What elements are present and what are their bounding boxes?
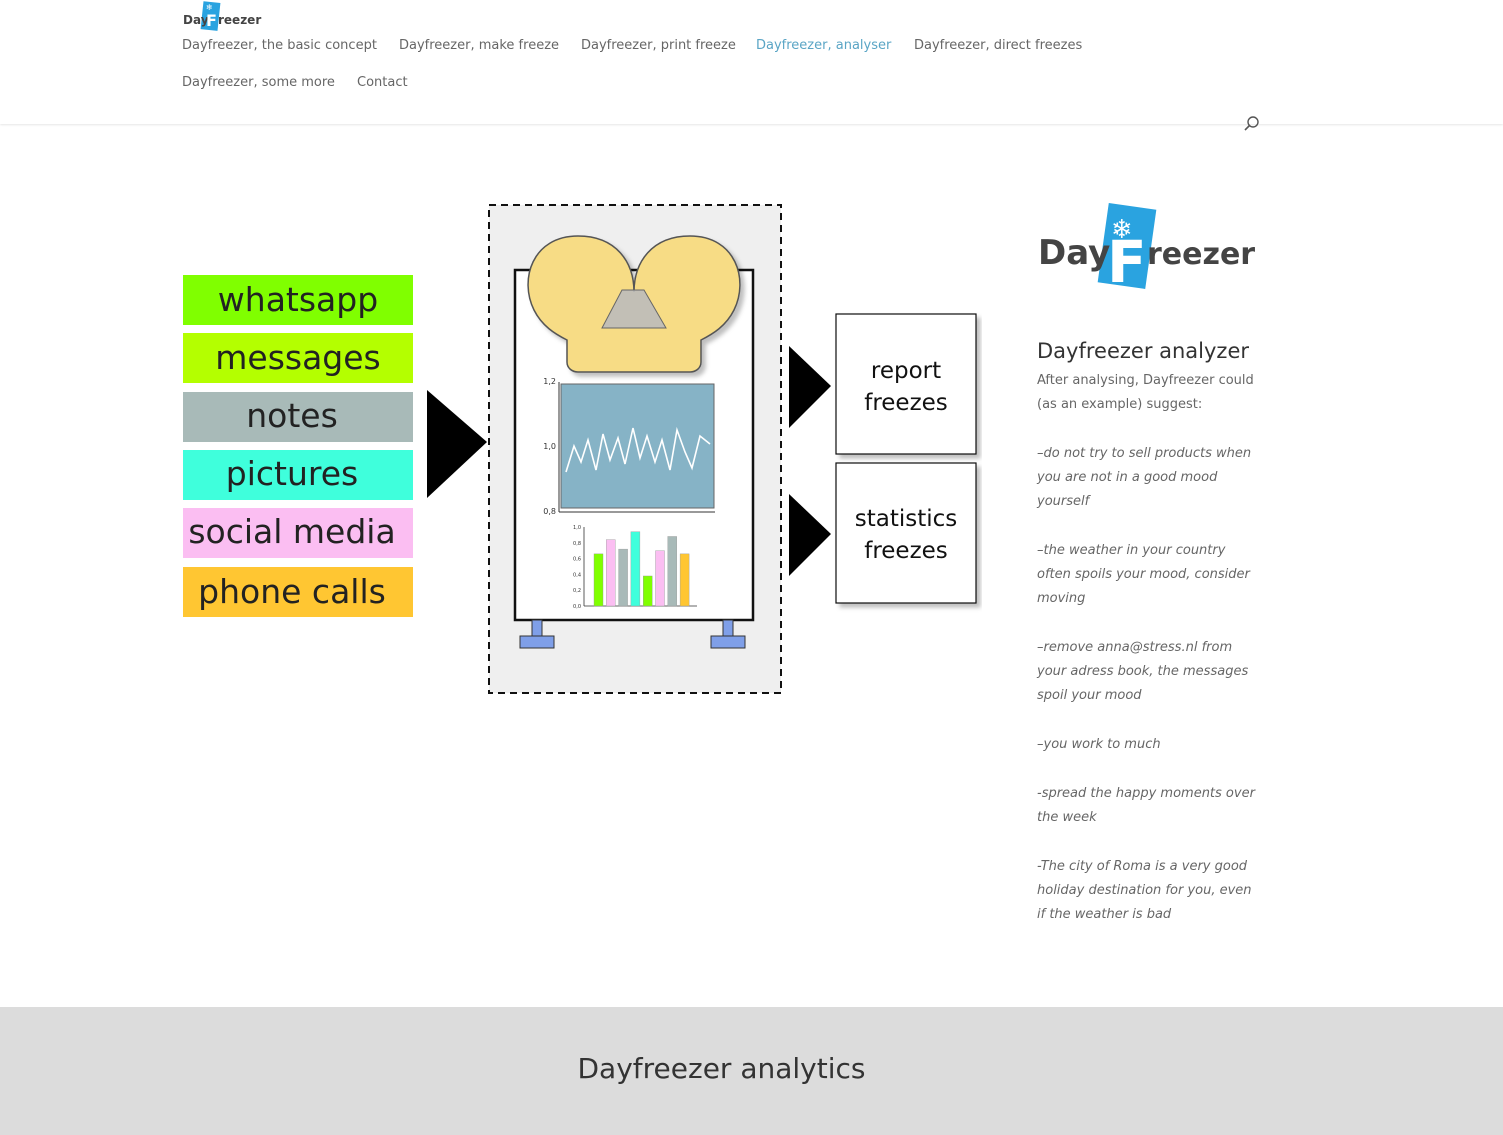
snowflake-icon: ❄	[1111, 215, 1133, 245]
source-label: phone calls	[198, 572, 386, 611]
output-label: freezes	[864, 390, 948, 416]
line-chart-tick: 1,2	[543, 377, 556, 386]
source-bar-social-media: social media	[183, 508, 413, 558]
svg-text:Day: Day	[1038, 233, 1110, 273]
bar-chart-bar	[618, 548, 628, 607]
source-bar-rect	[183, 275, 413, 325]
source-bar-whatsapp: whatsapp	[183, 275, 413, 325]
nav-item-basic-concept[interactable]: Dayfreezer, the basic concept	[182, 38, 377, 53]
arrow-right-icon	[427, 390, 487, 498]
machine-foot-left-stem	[531, 619, 543, 637]
nav-item-direct-freezes[interactable]: Dayfreezer, direct freezes	[914, 38, 1083, 53]
source-bar-phone-calls: phone calls	[183, 567, 413, 617]
machine-foot-left	[519, 635, 555, 649]
source-bars: whatsapp messages notes pictures social …	[183, 275, 413, 617]
bar-chart-tick: 0,4	[573, 572, 581, 578]
analyser-diagram: whatsapp messages notes pictures social …	[183, 204, 977, 694]
source-bar-rect	[183, 333, 413, 383]
suggestion-item: -spread the happy moments over the week	[1037, 786, 1255, 825]
analytics-section	[0, 1007, 1503, 1135]
suggestion-item: –do not try to sell products when you ar…	[1037, 446, 1252, 509]
analytics-title: Dayfreezer analytics	[577, 1052, 866, 1085]
svg-text:reezer: reezer	[218, 13, 261, 27]
bar-chart-tick: 0,6	[573, 557, 581, 563]
bar-chart-bars	[593, 531, 690, 607]
nav-item-print-freeze[interactable]: Dayfreezer, print freeze	[581, 38, 736, 53]
svg-text:reezer: reezer	[1147, 237, 1255, 272]
source-label: notes	[246, 396, 338, 435]
bar-chart-tick: 0,0	[573, 604, 581, 610]
bar-chart-bar	[606, 539, 616, 607]
bar-chart-tick: 1,0	[573, 525, 581, 531]
output-label: statistics	[855, 506, 958, 532]
arrow-right-icon	[789, 494, 831, 576]
line-chart-series	[565, 426, 711, 473]
reels-icon	[527, 235, 741, 373]
bar-chart-bar	[679, 553, 690, 607]
svg-text:F: F	[1107, 228, 1147, 292]
output-label: freezes	[864, 538, 948, 564]
suggestion-item: –the weather in your country often spoil…	[1037, 543, 1250, 606]
bar-chart-tick: 0,2	[573, 588, 581, 594]
bar-chart: 1,0 0,8 0,6 0,4 0,2 0,0	[573, 525, 697, 610]
suggestion-item: –you work to much	[1037, 737, 1161, 752]
line-chart-tick: 1,0	[543, 442, 556, 451]
svg-text:❄: ❄	[206, 3, 213, 12]
source-bar-messages: messages	[183, 333, 413, 383]
nav-item-analyser[interactable]: Dayfreezer, analyser	[756, 38, 892, 53]
source-label: pictures	[226, 454, 358, 493]
bar-chart-bar	[643, 575, 653, 607]
machine-foot-right	[710, 635, 746, 649]
source-bar-rect	[183, 392, 413, 442]
bar-chart-ticks: 1,0 0,8 0,6 0,4 0,2 0,0	[573, 525, 581, 610]
nav-item-some-more[interactable]: Dayfreezer, some more	[182, 75, 335, 90]
machine-foot-right-stem	[722, 619, 734, 637]
output-box-report-freezes: report freezes	[835, 313, 977, 455]
arrow-right-icon	[789, 346, 831, 428]
source-label: messages	[215, 338, 381, 377]
search-icon[interactable]	[1243, 115, 1261, 133]
suggestion-item: –remove anna@stress.nl from your adress …	[1037, 640, 1249, 703]
source-label: social media	[188, 512, 395, 551]
source-bar-rect	[183, 508, 413, 558]
site-logo[interactable]: Day F reezer ❄	[182, 0, 262, 32]
line-chart: 1,2 1,0 0,8	[543, 377, 715, 516]
bar-chart-bar	[630, 531, 641, 607]
output-label: report	[871, 358, 941, 384]
bar-chart-bar	[655, 550, 665, 607]
sidebar-intro: After analysing, Dayfreezer could (as an…	[1037, 373, 1254, 412]
nav-item-make-freeze[interactable]: Dayfreezer, make freeze	[399, 38, 560, 53]
line-chart-tick: 0,8	[543, 507, 556, 516]
site-header: Day F reezer ❄ Dayfreezer, the basic con…	[0, 0, 1503, 131]
bar-chart-bar	[593, 553, 604, 607]
sidebar-title: Dayfreezer analyzer	[1037, 339, 1250, 363]
svg-text:F: F	[206, 11, 217, 30]
nav-item-contact[interactable]: Contact	[357, 75, 408, 90]
source-label: whatsapp	[218, 280, 378, 319]
bar-chart-tick: 0,8	[573, 541, 581, 547]
dayfreezer-logo: Day F reezer ❄	[1038, 203, 1255, 292]
source-bar-pictures: pictures	[183, 450, 413, 500]
source-bar-rect	[183, 450, 413, 500]
source-bar-notes: notes	[183, 392, 413, 442]
svg-text:Day: Day	[183, 13, 209, 27]
bar-chart-bar	[667, 536, 677, 607]
source-bar-rect	[183, 567, 413, 617]
suggestion-item: -The city of Roma is a very good holiday…	[1037, 859, 1252, 922]
output-box-statistics-freezes: statistics freezes	[835, 462, 977, 604]
